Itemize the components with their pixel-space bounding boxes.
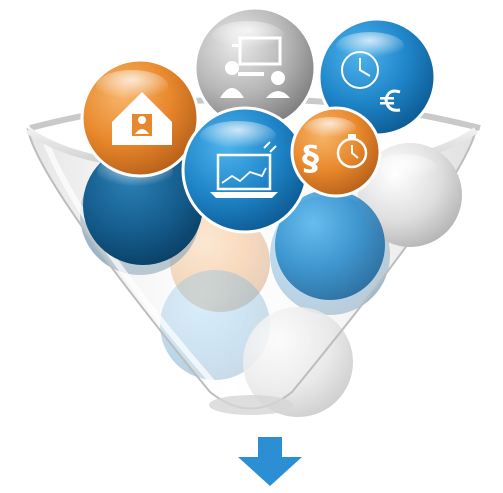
laptop-chart-icon [210,141,278,198]
clock-euro-icon [341,51,401,112]
house-person-icon [112,92,172,145]
meeting-whiteboard-icon [220,36,290,98]
ball-blue-mid-right [275,190,385,300]
ball-blue-laptop [181,106,309,234]
svg-text:§: § [302,139,319,179]
funnel-spout [209,395,293,415]
down-arrow-icon [238,437,302,486]
paragraph-stopwatch-icon: § [302,134,368,179]
ball-orange-paragraph: § [290,106,382,198]
ball-gray-right [358,143,462,247]
ball-orange-house [80,58,200,178]
